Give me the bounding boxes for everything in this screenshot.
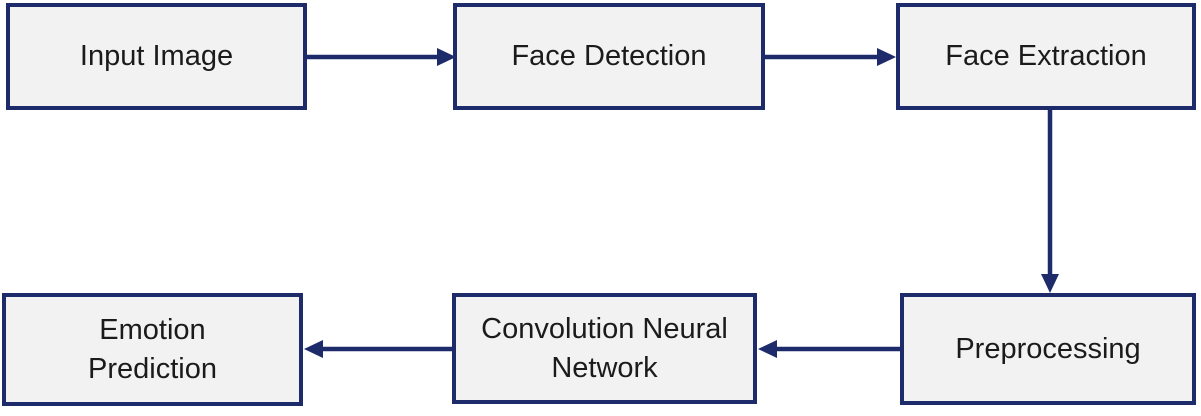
node-emotion-prediction: Emotion Prediction: [2, 293, 303, 406]
node-convolution-neural-network-label: Convolution Neural Network: [481, 313, 728, 384]
arrow-preprocessing-to-cnn: [758, 340, 900, 358]
node-preprocessing-label: Preprocessing: [955, 332, 1141, 365]
node-input-image: Input Image: [6, 3, 307, 110]
node-emotion-prediction-label: Emotion Prediction: [88, 314, 217, 385]
arrow-face-extraction-to-preprocessing: [1041, 110, 1059, 293]
arrow-cnn-to-emotion-prediction: [304, 340, 452, 358]
node-face-detection: Face Detection: [453, 3, 765, 110]
arrow-input-image-to-face-detection: [307, 48, 456, 66]
node-face-extraction-label: Face Extraction: [945, 40, 1147, 73]
node-input-image-label: Input Image: [79, 40, 234, 73]
node-convolution-neural-network: Convolution Neural Network: [452, 293, 757, 404]
arrow-face-detection-to-face-extraction: [765, 48, 896, 66]
node-face-detection-label: Face Detection: [511, 40, 707, 73]
node-preprocessing: Preprocessing: [900, 293, 1196, 405]
node-face-extraction: Face Extraction: [896, 3, 1196, 110]
